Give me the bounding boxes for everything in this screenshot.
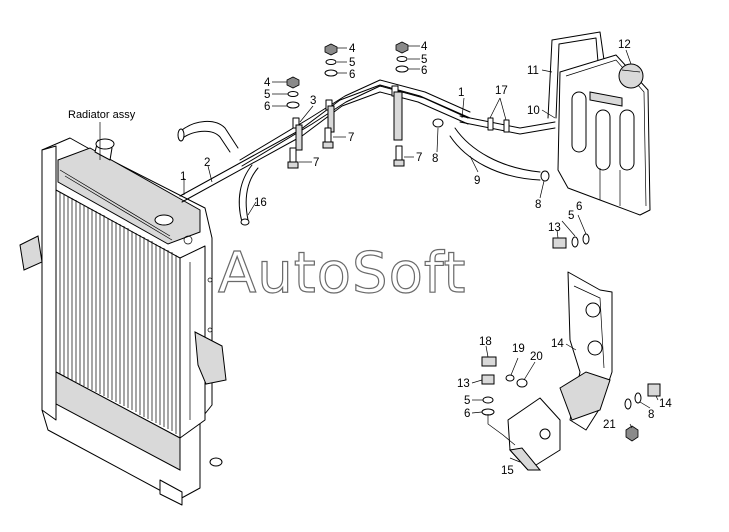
callout-7: 7 <box>313 157 319 169</box>
callout-3: 3 <box>310 95 316 107</box>
callout-12: 12 <box>618 39 631 51</box>
callout-6: 6 <box>421 65 427 77</box>
callout-13: 13 <box>548 222 561 234</box>
hoses-and-pipes <box>177 31 605 226</box>
callout-1: 1 <box>458 87 464 99</box>
callout-6: 6 <box>264 101 270 113</box>
bracket-15 <box>507 397 561 471</box>
callout-18: 18 <box>479 336 492 348</box>
callout-14: 14 <box>551 338 564 350</box>
callout-5: 5 <box>349 57 355 69</box>
callout-6: 6 <box>464 408 470 420</box>
watermark-text: AutoSoft <box>218 241 467 306</box>
callout-20: 20 <box>530 351 543 363</box>
callout-21: 21 <box>603 419 616 431</box>
callout-7: 7 <box>416 152 422 164</box>
fasteners <box>286 41 661 442</box>
callout-10: 10 <box>527 105 540 117</box>
callout-2: 2 <box>204 157 210 169</box>
callout-17: 17 <box>495 85 508 97</box>
callout-4: 4 <box>421 41 428 53</box>
callout-5: 5 <box>464 395 470 407</box>
callout-8: 8 <box>432 153 438 165</box>
callout-8: 8 <box>648 409 654 421</box>
callout-9: 9 <box>474 175 480 187</box>
callout-11: 11 <box>527 65 539 77</box>
callout-19: 19 <box>512 343 525 355</box>
expansion-tank <box>557 54 651 216</box>
leader-lines <box>183 45 659 463</box>
callout-14: 14 <box>659 398 672 410</box>
callout-4: 4 <box>264 77 271 89</box>
callout-5: 5 <box>568 210 574 222</box>
radiator-assembly <box>19 137 227 506</box>
callout-numbers: 1 1 2 3 4 4 4 5 5 5 5 5 6 6 6 6 6 7 7 7 … <box>180 39 672 477</box>
callout-7: 7 <box>348 132 354 144</box>
callout-16: 16 <box>254 197 267 209</box>
radiator-assy-label: Radiator assy <box>68 109 136 121</box>
callout-6: 6 <box>576 201 582 213</box>
callout-4: 4 <box>349 43 356 55</box>
bracket-14 <box>559 271 613 431</box>
callout-1: 1 <box>180 171 186 183</box>
callout-15: 15 <box>501 465 514 477</box>
callout-5: 5 <box>264 89 270 101</box>
callout-5: 5 <box>421 54 427 66</box>
callout-8: 8 <box>535 199 541 211</box>
callout-6: 6 <box>349 69 355 81</box>
callout-13: 13 <box>457 378 470 390</box>
